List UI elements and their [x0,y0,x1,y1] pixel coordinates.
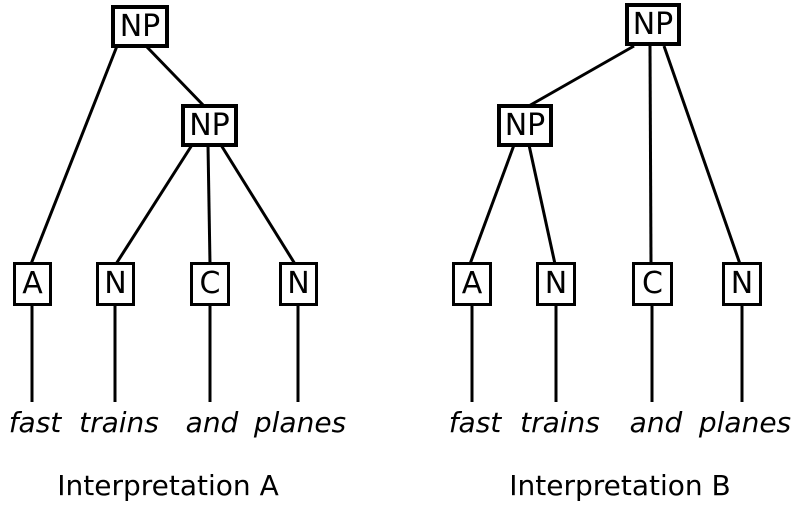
tree-a-leaf-c-node: C [190,262,230,306]
tree-b-leaf-c-node: C [632,262,673,306]
tree-a-root-np-node: NP [111,5,169,48]
tree-b-leaf-n2-node: N [722,262,762,306]
tree-a-leaf-a-node: A [13,262,52,306]
tree-b-root-np-node: NP [625,3,681,46]
tree-b-word-trains: trains [520,406,600,439]
tree-a-leaf-n2-node: N [279,262,318,306]
tree-b-leaf-n1-node: N [536,262,576,306]
tree-b-word-and: and [629,406,683,439]
tree-b-word-planes: planes [698,406,792,439]
tree-b-leaf-a-node: A [452,262,492,306]
tree-a-leaf-n1-node: N [96,262,135,306]
tree-b-caption: Interpretation B [509,469,731,502]
tree-b-edges [468,44,744,402]
tree-a-edges [29,44,300,402]
tree-a-word-planes: planes [253,406,347,439]
tree-b-inner-np-node: NP [497,104,553,147]
tree-b-word-fast: fast [448,406,502,439]
tree-a-inner-np-node: NP [181,104,238,147]
tree-a-caption: Interpretation A [57,469,279,502]
tree-a-word-fast: fast [8,406,62,439]
tree-a-word-trains: trains [79,406,159,439]
tree-a-word-and: and [185,406,239,439]
